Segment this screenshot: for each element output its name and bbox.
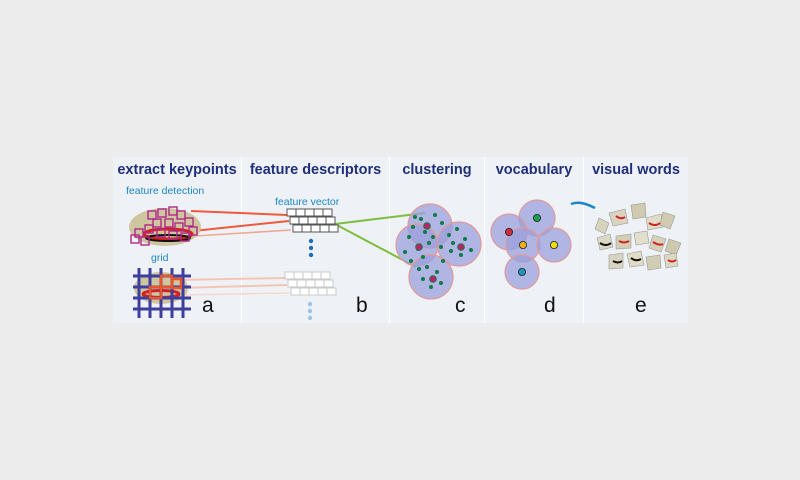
ellipsis-dots-faded [307,301,313,321]
panel-clustering: clustering c [390,157,484,323]
link-line [190,210,288,216]
panel-letter: b [356,294,368,317]
visual-word-stripes [599,215,677,264]
panel-divider [583,157,584,323]
descriptor-points [403,213,473,289]
link-line [176,284,288,289]
panel-vocabulary: vocabulary d [485,157,583,323]
visual-word-centroids [504,214,558,277]
diagram-artwork [129,199,682,321]
panel-extract-keypoints: extract keypoints feature detection grid… [113,157,241,323]
panel-letter: d [544,294,556,317]
image-patch-stripe [142,227,194,241]
dense-grid [133,268,191,318]
panel-divider [389,157,390,323]
link-line [334,212,426,225]
panel-letter: a [202,294,214,317]
vocabulary-regions [490,199,572,290]
link-line [192,220,290,232]
panel-feature-descriptors: feature descriptors feature vector b [242,157,389,323]
cluster-regions [395,203,482,300]
panel-visual-words: visual words e [584,157,688,323]
panel-divider [241,157,242,323]
panel-title: visual words [592,162,680,178]
panel-title: feature descriptors [249,162,382,178]
keypoint-to-descriptor-links [174,210,292,296]
arrow-icon [570,201,596,210]
panel-letter: c [455,294,466,317]
bag-of-visual-words-figure: extract keypoints feature detection grid… [113,157,688,323]
panel-title: vocabulary [495,162,573,178]
image-patch-stripe [145,234,191,242]
feature-detection-label: feature detection [126,185,205,197]
link-line [194,229,292,237]
grid-label: grid [151,252,169,264]
grid-highlight-cells [148,274,183,300]
keypoint-image-patch [129,206,201,246]
feature-vector-stack [286,208,339,233]
link-line [180,292,290,296]
panel-title: extract keypoints [117,162,237,178]
keypoint-boxes [130,206,198,246]
ellipsis-dots [308,238,314,258]
panel-divider [484,157,485,323]
link-line [174,277,286,281]
panel-letter: e [635,294,647,317]
cluster-centroids [415,222,465,283]
feature-vector-label: feature vector [275,196,340,208]
feature-vector-stack-faded [284,271,337,296]
panel-title: clustering [402,162,472,178]
